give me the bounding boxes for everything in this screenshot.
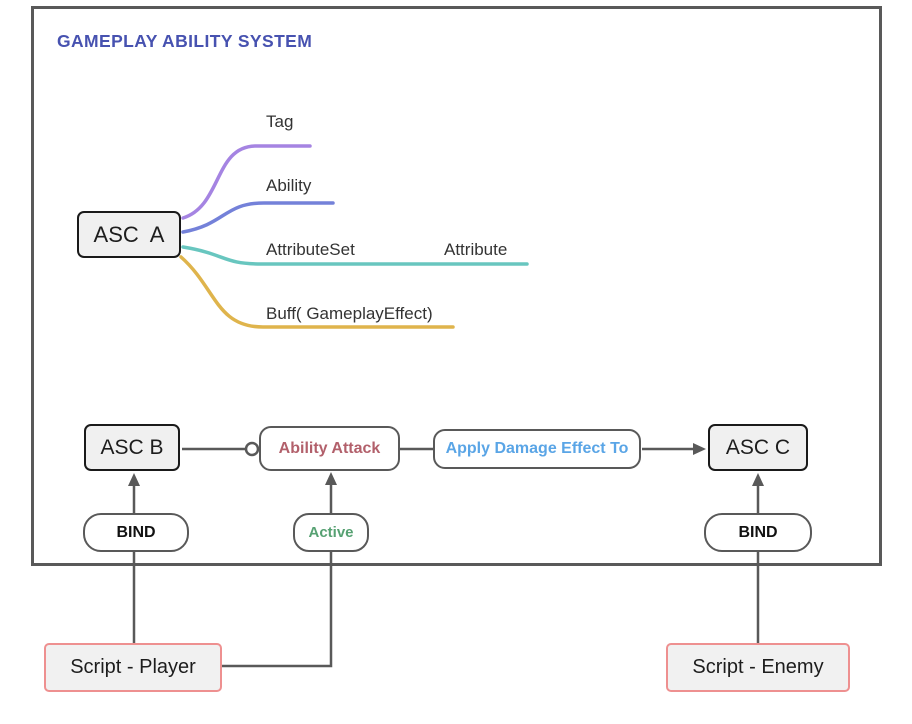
arrowhead-to-ascc — [693, 443, 706, 455]
wire-player-to-active — [222, 484, 333, 668]
branch-label-tag[interactable]: Tag — [266, 112, 294, 131]
node-bind-right[interactable]: BIND — [704, 513, 812, 552]
branch-label-ability[interactable]: Ability — [266, 176, 312, 195]
node-active[interactable]: Active — [293, 513, 369, 552]
node-apply-damage-effect[interactable]: Apply Damage Effect To — [433, 429, 641, 469]
diagram-title: GAMEPLAY ABILITY SYSTEM — [57, 31, 313, 51]
node-asc-b[interactable]: ASC B — [84, 424, 180, 471]
node-script-player[interactable]: Script - Player — [44, 643, 222, 692]
node-ability-attack[interactable]: Ability Attack — [259, 426, 400, 471]
arrowhead-to-ability-attack — [325, 472, 337, 485]
node-script-enemy[interactable]: Script - Enemy — [666, 643, 850, 692]
branch-label-attributeset[interactable]: AttributeSet — [266, 240, 355, 259]
arrowhead-to-ascb — [128, 473, 140, 486]
branch-curve-buff — [179, 255, 455, 329]
node-bind-left[interactable]: BIND — [83, 513, 189, 552]
branch-label-attribute[interactable]: Attribute — [444, 240, 508, 259]
node-asc-a[interactable]: ASC A — [77, 211, 181, 258]
arrowhead-to-ascc-bottom — [752, 473, 764, 486]
system-frame — [31, 6, 882, 566]
node-asc-c[interactable]: ASC C — [708, 424, 808, 471]
circle-connector — [244, 441, 260, 457]
branch-curve-attributeset — [181, 245, 529, 266]
branch-curve-tag — [181, 144, 312, 220]
branch-label-buff[interactable]: Buff( GameplayEffect) — [266, 304, 433, 323]
branch-curve-ability — [181, 201, 335, 234]
